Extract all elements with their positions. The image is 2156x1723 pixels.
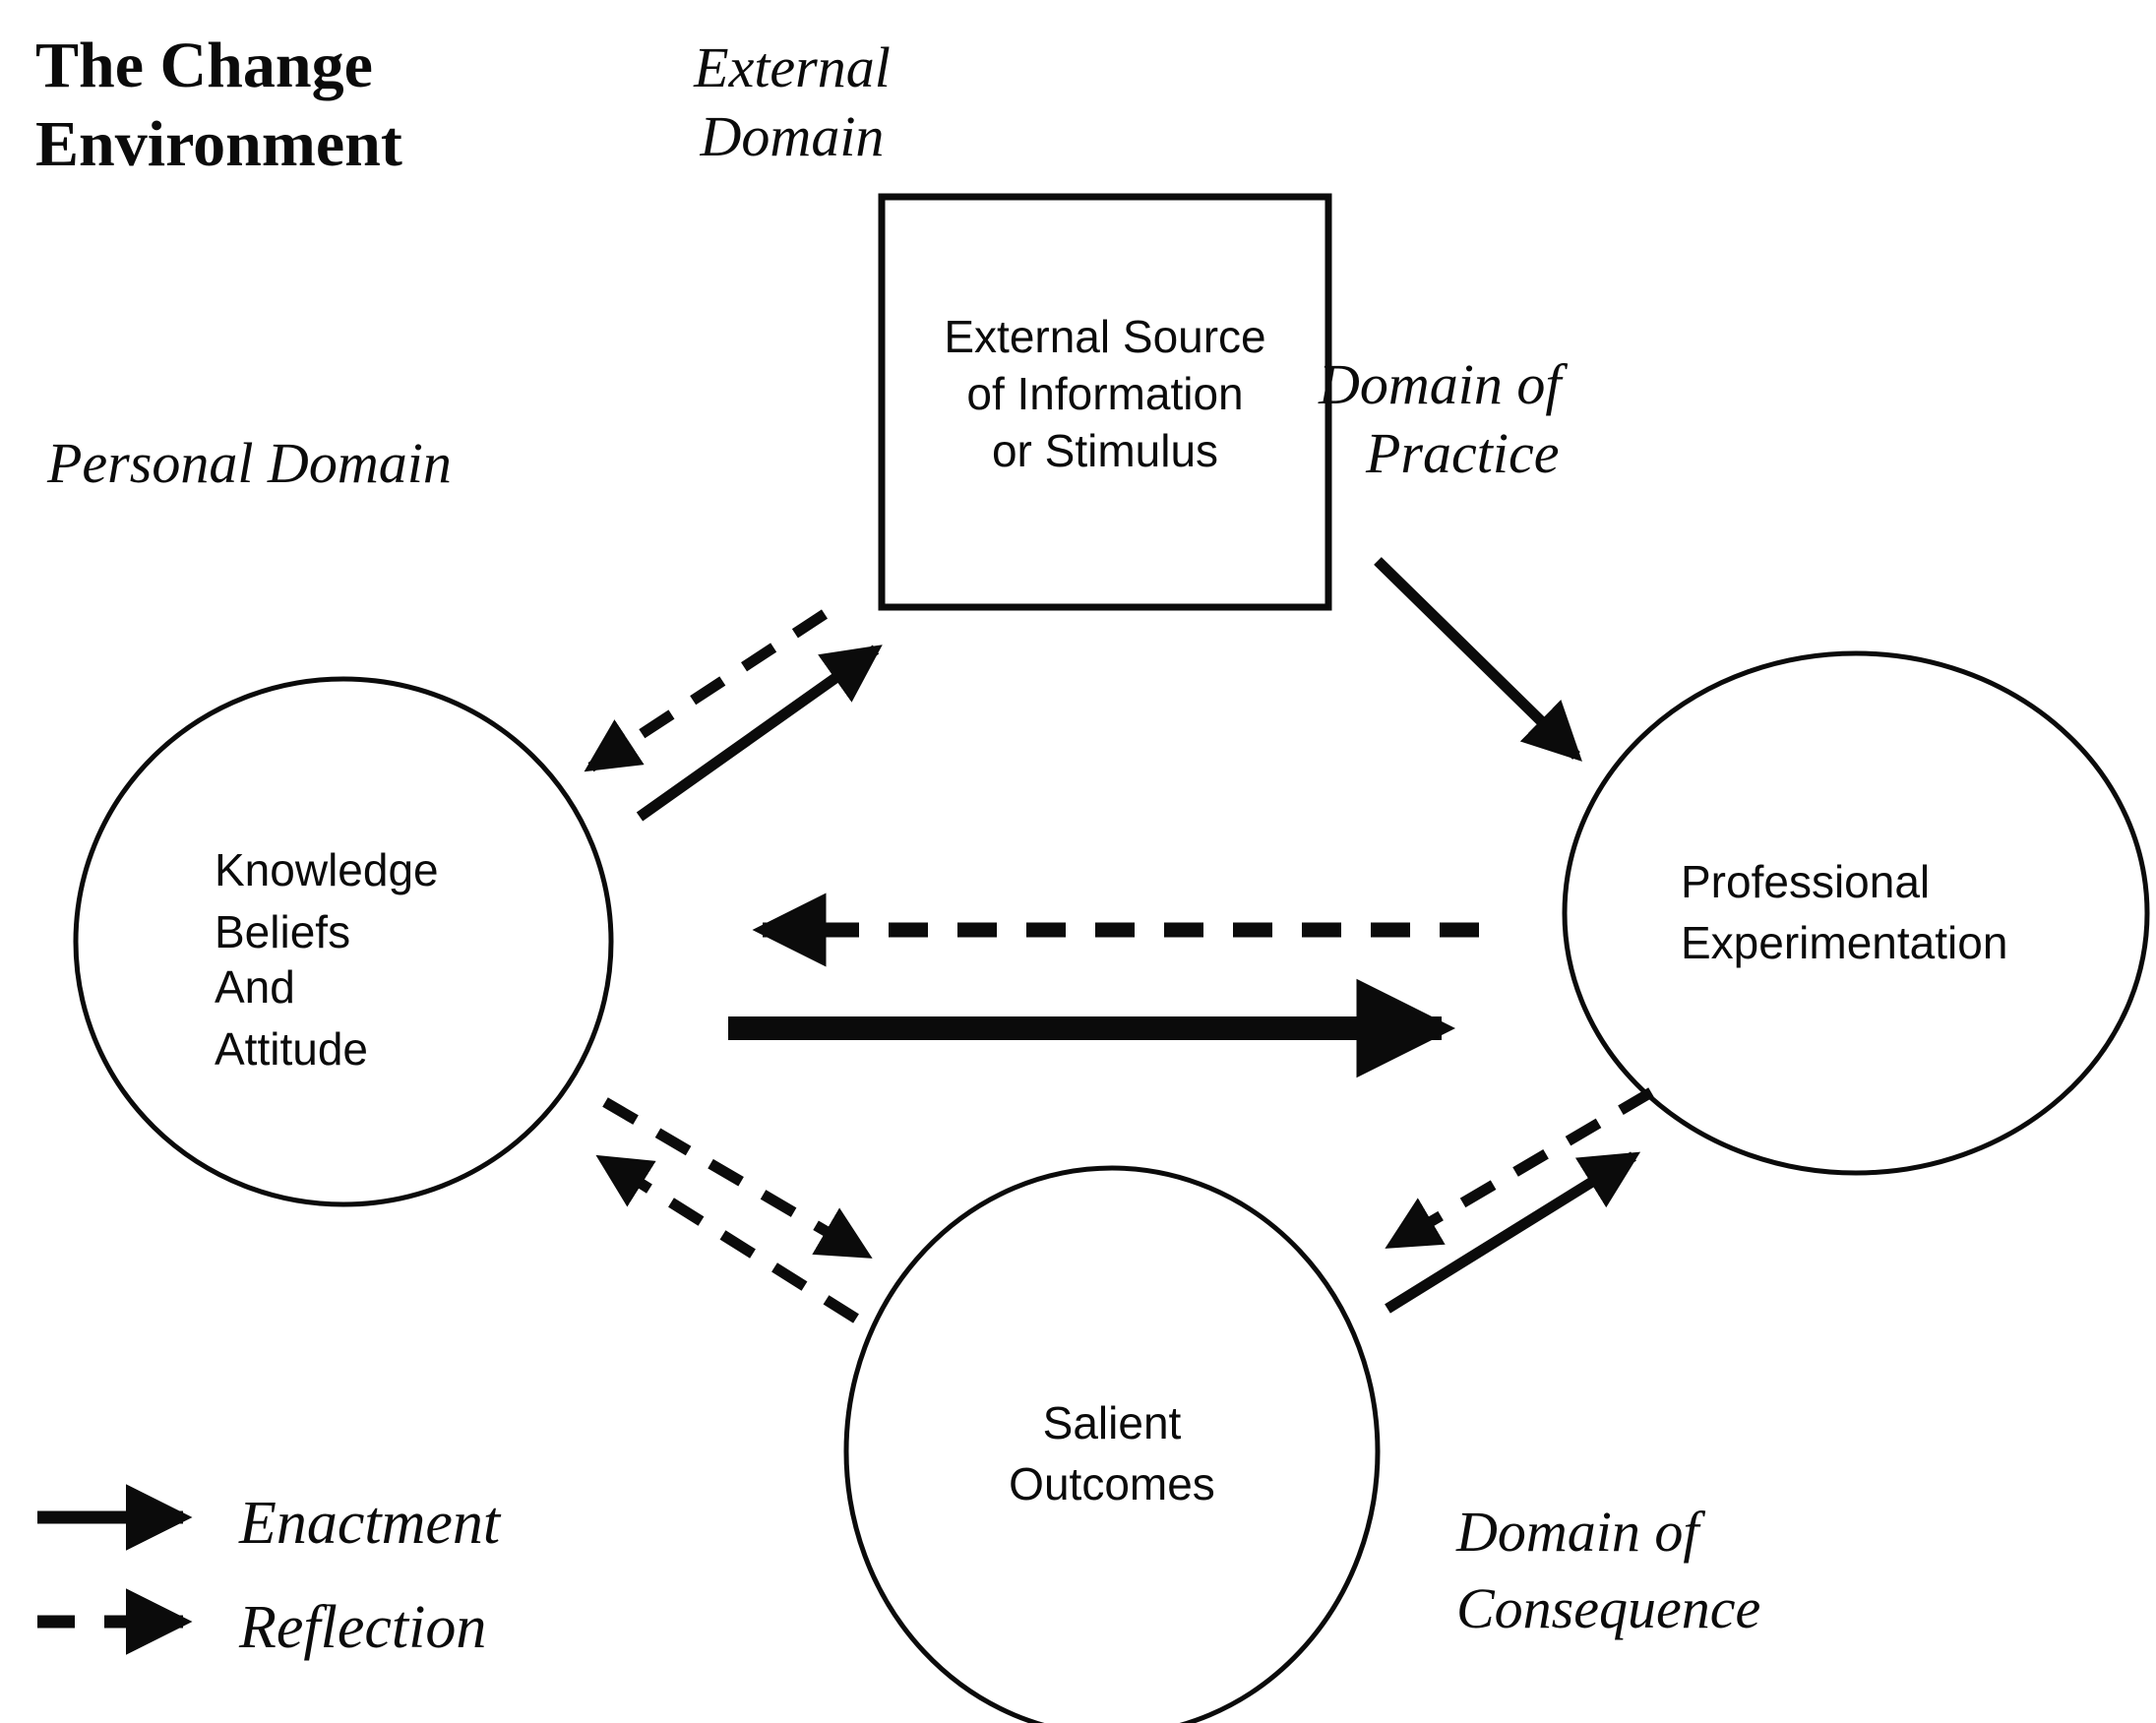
external-box-line2: of Information (966, 368, 1243, 419)
label-external-domain-line1: External (693, 35, 891, 99)
edge-personal-to-outcomes-dashed (602, 1097, 873, 1260)
practice-circle-line1: Professional (1681, 856, 1930, 907)
external-box-line3: or Stimulus (992, 425, 1218, 476)
label-personal-domain: Personal Domain (46, 431, 452, 495)
personal-circle-line4: Attitude (215, 1023, 368, 1075)
legend-label-enactment: Enactment (238, 1490, 502, 1557)
salient-outcomes-circle (843, 1165, 1381, 1723)
label-domain-of-consequence-line1: Domain of (1455, 1500, 1705, 1564)
personal-circle-line2: Beliefs (215, 906, 350, 957)
legend-label-reflection: Reflection (238, 1594, 486, 1661)
edge-outcomes-to-personal-dashed (595, 1154, 859, 1323)
label-domain-of-consequence-line2: Consequence (1456, 1576, 1760, 1640)
label-external-domain-line2: Domain (700, 104, 885, 168)
personal-domain-circle (73, 676, 614, 1207)
legend: Enactment Reflection (37, 1484, 502, 1661)
edge-external-to-practice-solid (1374, 557, 1582, 762)
external-source-box (878, 193, 1332, 611)
edge-outcomes-to-practice-solid (1385, 1151, 1641, 1314)
outcomes-circle-line2: Outcomes (1009, 1458, 1215, 1509)
practice-circle (1562, 650, 2150, 1176)
edge-personal-to-external-solid (636, 645, 883, 822)
label-domain-of-practice-line2: Practice (1365, 421, 1559, 485)
label-domain-of-practice-line1: Domain of (1318, 352, 1568, 416)
page-title-line2: Environment (35, 108, 402, 180)
personal-circle-line3: And (215, 961, 295, 1013)
external-box-line1: External Source (944, 311, 1265, 362)
edge-external-to-personal-dashed (584, 609, 829, 772)
practice-circle-line2: Experimentation (1681, 917, 2007, 968)
legend-item-reflection: Reflection (37, 1588, 486, 1661)
page-title-line1: The Change (35, 30, 373, 101)
outcomes-circle-line1: Salient (1043, 1397, 1182, 1448)
edge-practice-to-outcomes-dashed (1385, 1087, 1654, 1250)
personal-circle-line1: Knowledge (215, 844, 439, 895)
legend-item-enactment: Enactment (37, 1484, 502, 1557)
